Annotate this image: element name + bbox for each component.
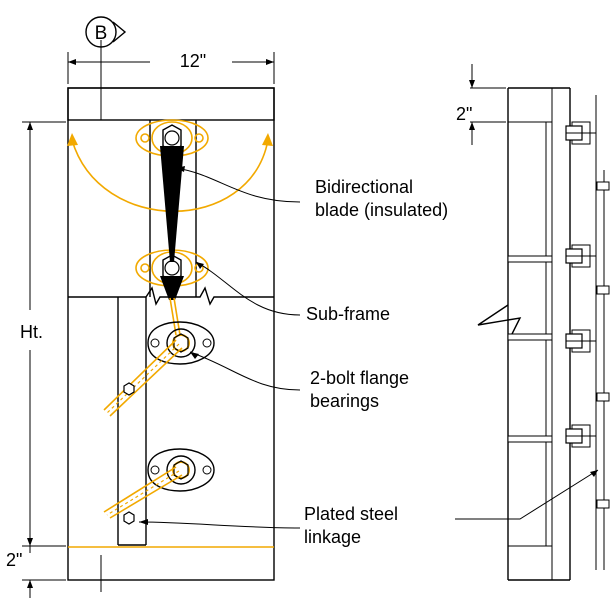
- front-view: [67, 40, 275, 592]
- height-label: Ht.: [20, 322, 43, 342]
- flange-bearing-1: [147, 321, 215, 365]
- top-offset-dimension: 2": [456, 64, 506, 145]
- side-bracket-4: [565, 424, 596, 448]
- bottom-offset-label: 2": [6, 550, 22, 570]
- callout-bearings-line1: 2-bolt flange: [310, 368, 409, 388]
- callout-linkage-line2: linkage: [304, 527, 361, 547]
- width-label: 12": [180, 51, 206, 71]
- section-marker: B: [85, 16, 127, 48]
- linkage-arm-2: [103, 466, 183, 519]
- callout-side-linkage: [455, 469, 599, 520]
- linkage-nut-1: [123, 382, 135, 396]
- callout-blade-line2: blade (insulated): [315, 200, 448, 220]
- callout-blade: Bidirectional blade (insulated): [175, 166, 448, 220]
- callout-linkage: Plated steel linkage: [138, 504, 398, 547]
- side-bracket-3: [565, 329, 596, 353]
- section-marker-label: B: [95, 23, 108, 44]
- linkage-nut-2: [123, 511, 135, 525]
- blade-lower: [160, 276, 184, 300]
- flange-bearing-2: [147, 448, 215, 492]
- callout-subframe-label: Sub-frame: [306, 304, 390, 324]
- side-bracket-1: [565, 121, 596, 145]
- callout-linkage-line1: Plated steel: [304, 504, 398, 524]
- callout-bearings-line2: bearings: [310, 391, 379, 411]
- blade-upper: [160, 146, 184, 262]
- side-bracket-2: [565, 244, 596, 268]
- side-view: [477, 87, 610, 581]
- callout-blade-line1: Bidirectional: [315, 177, 413, 197]
- linkage-arm-1: [103, 339, 183, 417]
- height-dimension: Ht. 2": [6, 121, 66, 598]
- callout-bearings: 2-bolt flange bearings: [189, 351, 409, 411]
- top-offset-label: 2": [456, 104, 472, 124]
- width-dimension: 12": [67, 51, 275, 84]
- callout-subframe: Sub-frame: [195, 261, 390, 324]
